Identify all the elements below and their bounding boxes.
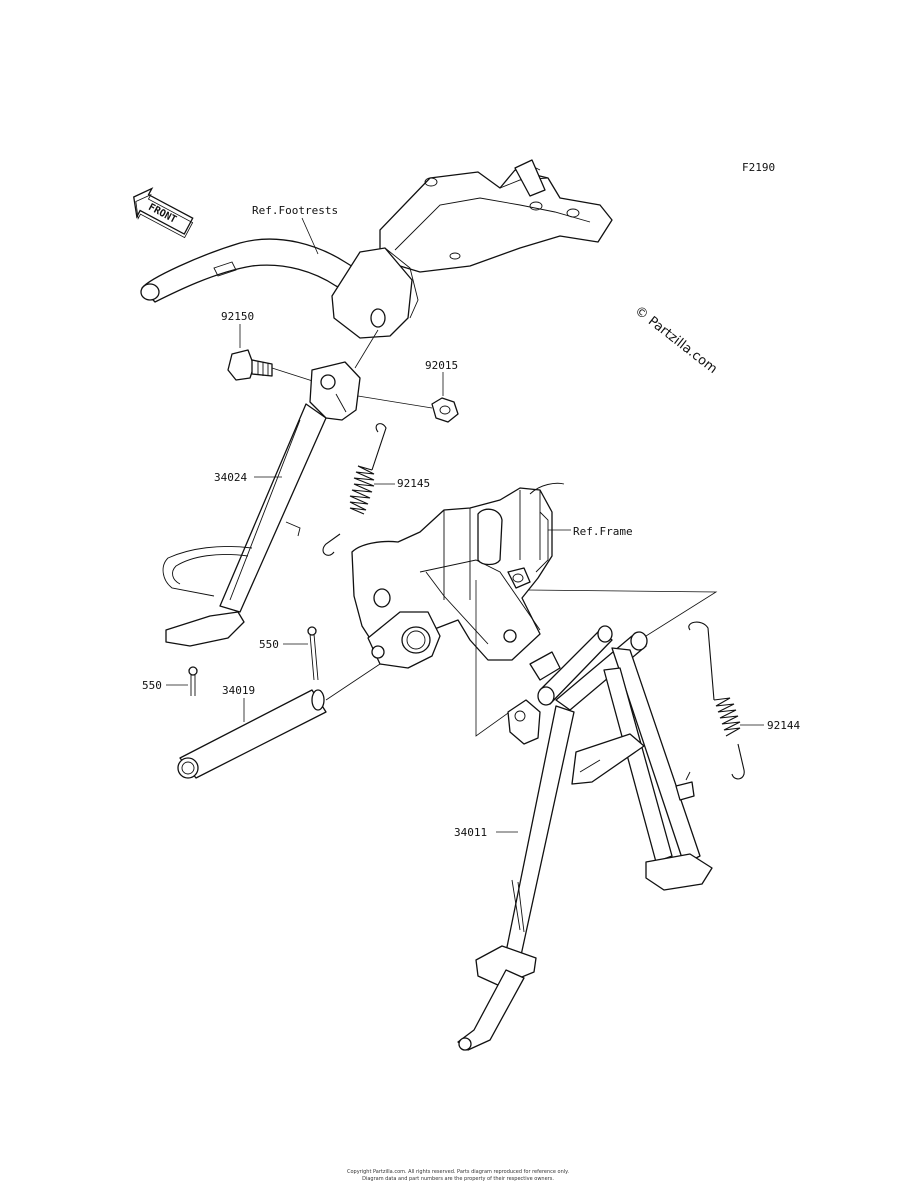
bolt-92150 [227, 349, 273, 381]
watermark: © Partzilla.com [632, 303, 720, 377]
label-92144: 92144 [767, 719, 800, 732]
footrest-bracket [140, 159, 613, 339]
align-line-left [475, 580, 519, 737]
label-92145: 92145 [397, 477, 430, 490]
front-arrow-icon: FRONT [133, 187, 194, 239]
diagram-code: F2190 [742, 161, 775, 174]
spring-92145 [322, 423, 387, 556]
label-92150: 92150 [221, 310, 254, 323]
leader-ref-footrests [301, 217, 319, 255]
label-34024: 34024 [214, 471, 247, 484]
align-line-right [527, 589, 718, 637]
frame-mount [351, 482, 565, 669]
align-line-bracket [354, 329, 379, 369]
cotter-pin-550-b [188, 666, 198, 696]
spring-92144 [688, 621, 745, 780]
side-stand-34024 [162, 361, 361, 647]
label-92015: 92015 [425, 359, 458, 372]
label-550-b: 550 [142, 679, 162, 692]
center-stand-34011 [457, 625, 713, 1051]
align-line-shaft [325, 663, 381, 701]
label-34011: 34011 [454, 826, 487, 839]
ref-footrests-label: Ref.Footrests [252, 204, 338, 217]
footer-line-2: Diagram data and part numbers are the pr… [362, 1176, 554, 1182]
label-34019: 34019 [222, 684, 255, 697]
label-550-a: 550 [259, 638, 279, 651]
cotter-pin-550-a [307, 626, 319, 681]
ref-frame-label: Ref.Frame [573, 525, 633, 538]
nut-92015 [431, 397, 459, 423]
align-line-nut [357, 395, 433, 409]
footer-line-1: Copyright Partzilla.com. All rights rese… [347, 1169, 569, 1175]
pivot-shaft-34019 [177, 689, 327, 779]
